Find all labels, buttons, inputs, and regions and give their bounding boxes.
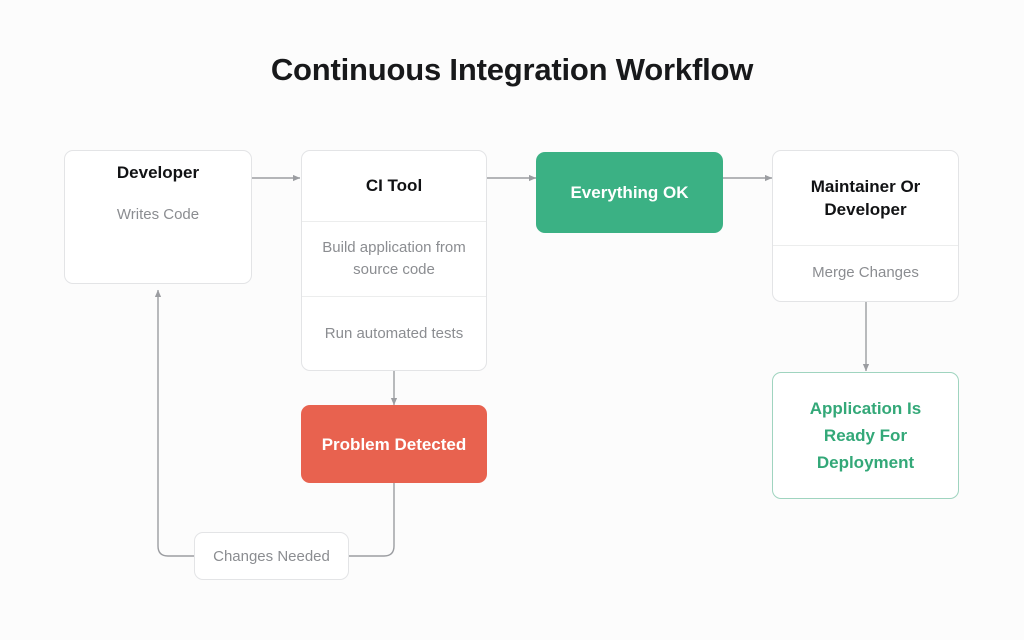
node-everything-ok[interactable]: Everything OK <box>536 152 723 233</box>
node-ci-tool-row-1: Build application from source code <box>302 220 486 297</box>
node-maintainer-or-developer[interactable]: Maintainer Or Developer Merge Changes <box>772 150 959 302</box>
node-maintainer-title: Maintainer Or Developer <box>810 176 921 219</box>
node-ci-tool[interactable]: CI Tool Build application from source co… <box>301 150 487 371</box>
edge-label-changes-needed[interactable]: Changes Needed <box>194 532 349 580</box>
node-application-ready-title: Application Is Ready For Deployment <box>809 399 922 472</box>
node-problem-detected-title: Problem Detected <box>321 434 467 454</box>
node-problem-detected[interactable]: Problem Detected <box>301 405 487 483</box>
node-application-ready[interactable]: Application Is Ready For Deployment <box>772 372 959 499</box>
node-everything-ok-title: Everything OK <box>570 183 689 202</box>
node-developer[interactable]: Developer Writes Code <box>64 150 252 284</box>
node-ci-tool-row-2: Run automated tests <box>302 296 486 370</box>
node-ci-tool-title: CI Tool <box>365 176 423 196</box>
node-developer-title: Developer <box>116 163 200 182</box>
node-developer-subtitle: Writes Code <box>116 206 200 223</box>
page-title: Continuous Integration Workflow <box>270 52 754 87</box>
edge-label-changes-needed-text: Changes Needed <box>213 547 330 565</box>
node-maintainer-subtitle: Merge Changes <box>773 244 958 301</box>
